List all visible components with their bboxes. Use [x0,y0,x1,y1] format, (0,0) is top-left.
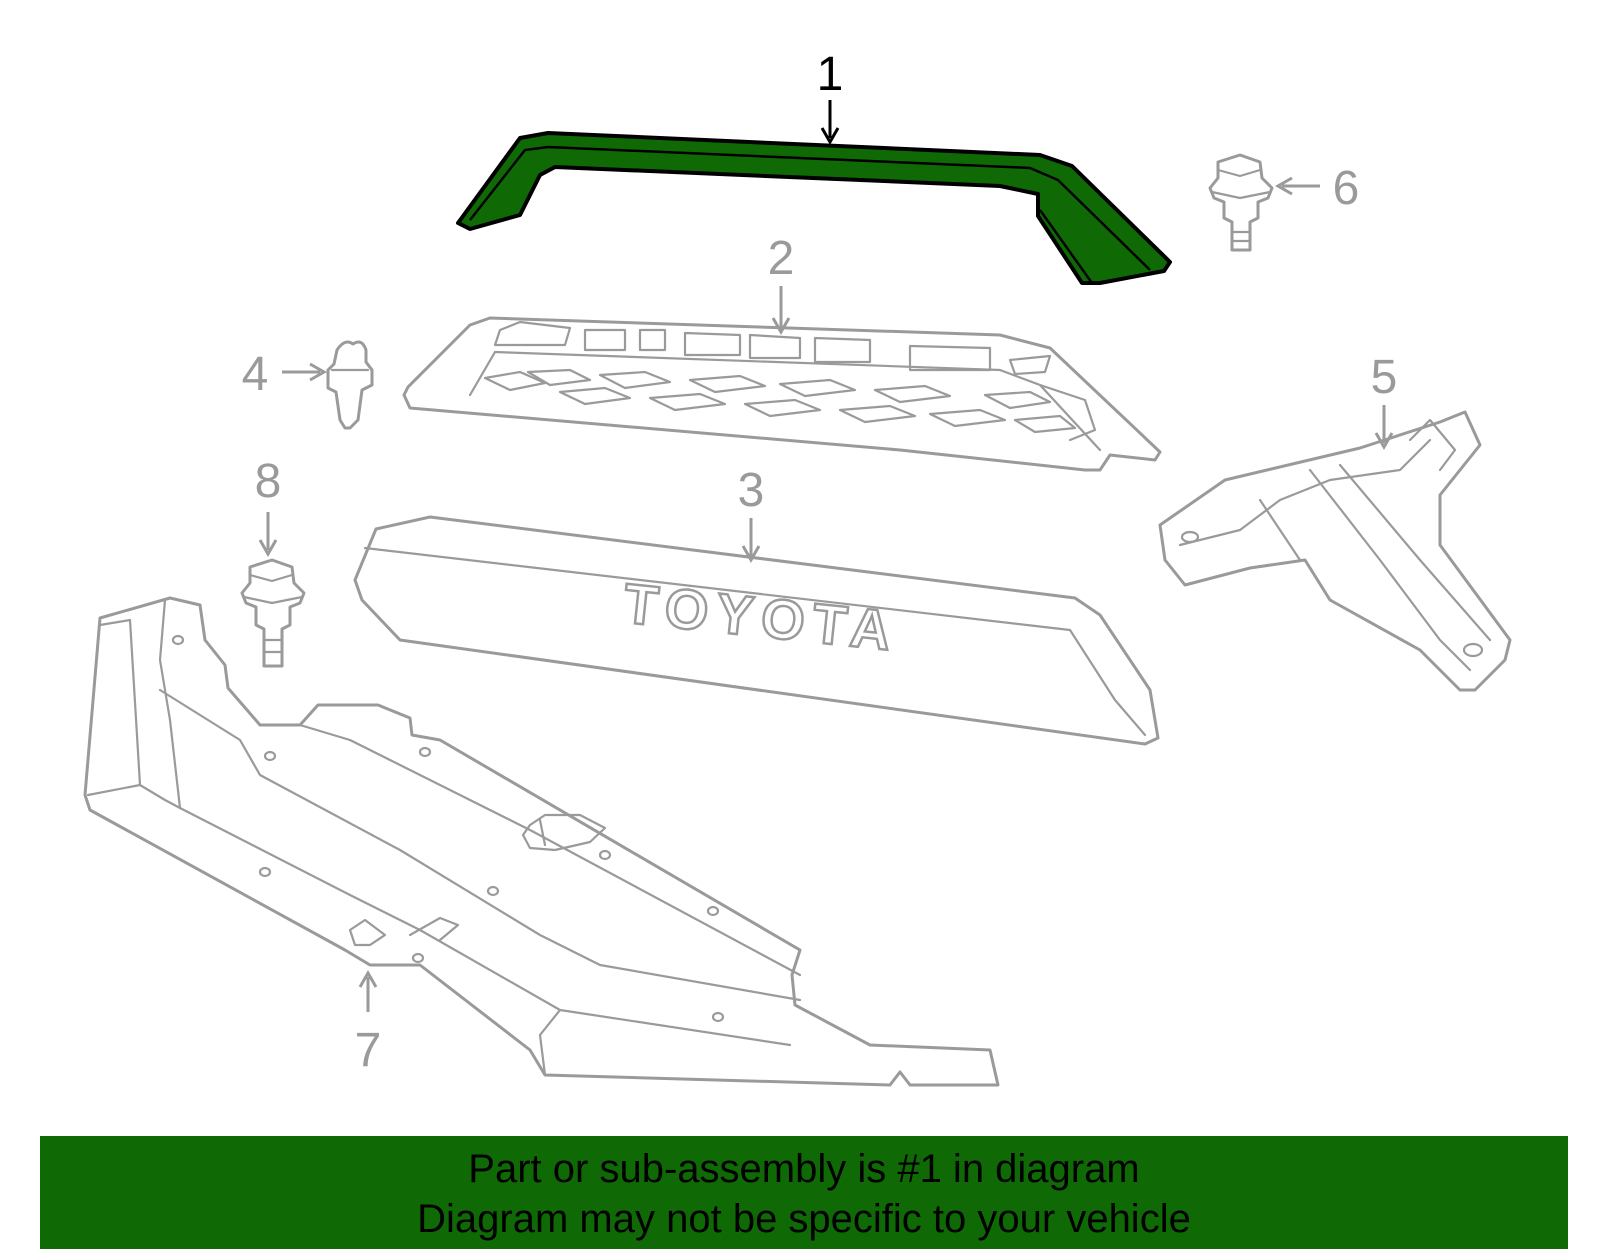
banner-line-2: Diagram may not be specific to your vehi… [417,1197,1191,1241]
callout-label-6: 6 [1333,162,1360,215]
banner-line-1: Part or sub-assembly is #1 in diagram [468,1147,1140,1191]
callout-label-8: 8 [255,455,282,508]
callout-arrow-4 [282,362,328,382]
callout-label-5: 5 [1371,351,1398,404]
info-banner: Part or sub-assembly is #1 in diagram Di… [40,1136,1568,1249]
part-5-bracket[interactable] [1158,410,1512,692]
callout-arrow-1 [820,100,840,146]
callout-arrow-5 [1374,405,1394,451]
callout-arrow-3 [741,518,761,564]
callout-arrow-2 [771,286,791,336]
callout-arrow-8 [258,512,278,558]
part-8-bolt[interactable] [240,558,306,668]
part-2-grille[interactable] [402,316,1162,472]
part-6-bolt[interactable] [1208,153,1274,252]
part-4-push-clip[interactable] [326,340,374,430]
callout-label-4: 4 [242,348,269,401]
part-7-lower-cover[interactable] [83,596,1000,1087]
part-3-emblem-strip[interactable]: TOYOTA [353,515,1160,746]
callout-label-3: 3 [738,464,765,517]
callout-arrow-6 [1274,176,1320,196]
callout-label-1: 1 [817,48,844,101]
callout-label-7: 7 [355,1024,382,1077]
callout-arrow-7 [358,969,378,1012]
part-1-molding[interactable] [456,131,1172,285]
callout-label-2: 2 [768,232,795,285]
